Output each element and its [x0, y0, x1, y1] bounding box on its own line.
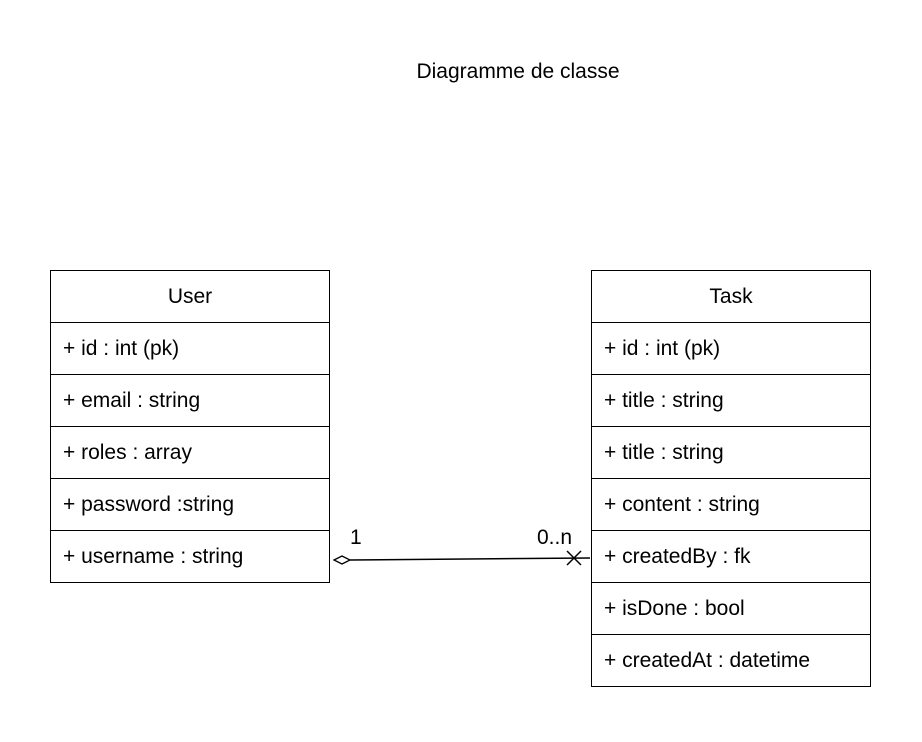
task-attr-is-done: + isDone : bool [592, 583, 870, 635]
user-attr-email: + email : string [51, 375, 329, 427]
task-attr-title: + title : string [592, 375, 870, 427]
association-line[interactable] [349, 557, 591, 561]
user-attr-password: + password :string [51, 479, 329, 531]
user-attr-id: + id : int (pk) [51, 323, 329, 375]
task-attr-content: + content : string [592, 479, 870, 531]
target-multiplicity: 0..n [537, 526, 573, 549]
task-attr-id: + id : int (pk) [592, 323, 870, 375]
user-attr-username: + username : string [63, 545, 244, 568]
aggregation-diamond-icon [332, 555, 352, 565]
task-class-name: Task [592, 271, 870, 323]
user-class-name: User [51, 271, 329, 323]
user-attr-roles: + roles : array [51, 427, 329, 479]
diagram-title: Diagramme de classe [416, 60, 620, 83]
task-attr-created-by: + createdBy : fk [592, 531, 870, 583]
task-attr-title-2: + title : string [592, 427, 870, 479]
task-class-box[interactable]: Task + id : int (pk) + title : string + … [591, 270, 871, 687]
user-class-box[interactable]: User + id : int (pk) + email : string + … [50, 270, 330, 583]
cross-end-icon [566, 550, 582, 566]
task-attr-created-at: + createdAt : datetime [604, 649, 811, 672]
source-multiplicity: 1 [350, 526, 362, 549]
